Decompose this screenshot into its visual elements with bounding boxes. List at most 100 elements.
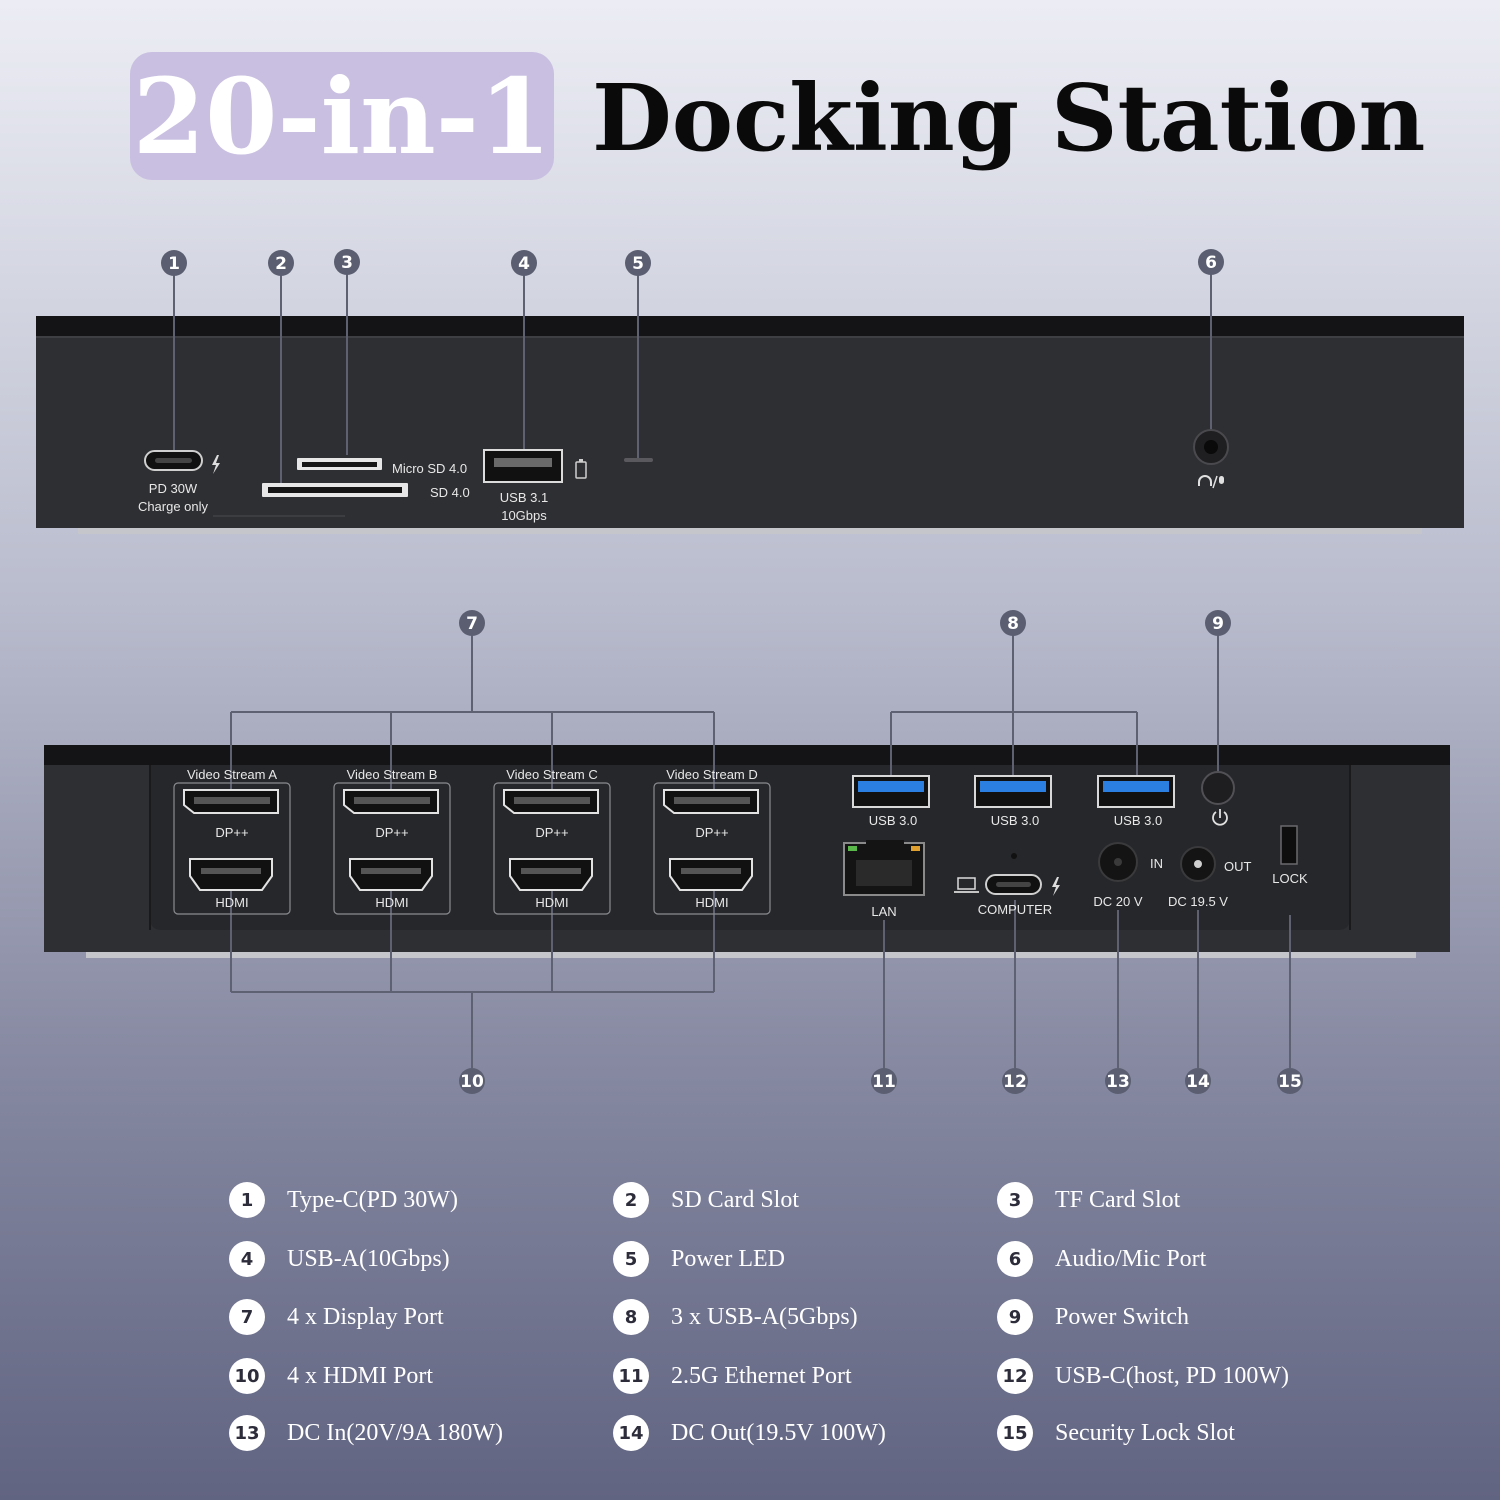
displayport-port[interactable] [343, 789, 439, 814]
legend-number-badge: 6 [997, 1241, 1033, 1277]
hdmi-label: HDMI [535, 895, 568, 910]
legend-number-badge: 13 [229, 1415, 265, 1451]
headphone-mic-icon [1198, 475, 1224, 489]
callout-number: 13 [1106, 1072, 1130, 1092]
legend-number-badge: 11 [613, 1358, 649, 1394]
power-led [624, 458, 653, 462]
battery-icon [575, 459, 587, 479]
dc-in-label: DC 20 V [1093, 894, 1142, 909]
power-icon [1212, 809, 1228, 826]
usb30-port[interactable] [974, 775, 1052, 808]
usba-front-label-2: 10Gbps [501, 508, 547, 523]
usbc-label-1: PD 30W [149, 481, 198, 496]
hdmi-port[interactable] [349, 858, 433, 891]
callout-number: 9 [1212, 614, 1224, 634]
audio-mic-port[interactable] [1193, 429, 1229, 465]
lightning-icon [212, 455, 220, 474]
usb30-port[interactable] [852, 775, 930, 808]
legend-number-badge: 15 [997, 1415, 1033, 1451]
legend-label: Power LED [671, 1245, 785, 1272]
displayport-port[interactable] [183, 789, 279, 814]
legend-number-badge: 7 [229, 1299, 265, 1335]
video-stream-label: Video Stream C [506, 767, 598, 782]
legend-number-badge: 4 [229, 1241, 265, 1277]
displayport-port[interactable] [663, 789, 759, 814]
lan-label: LAN [871, 904, 896, 919]
hdmi-label: HDMI [215, 895, 248, 910]
front-usba-port[interactable] [483, 449, 563, 483]
callout-number: 11 [872, 1072, 896, 1092]
dc-out-port[interactable] [1180, 846, 1216, 882]
legend-label: DC In(20V/9A 180W) [287, 1419, 503, 1446]
callout-number: 12 [1003, 1072, 1027, 1092]
callout-number: 15 [1278, 1072, 1302, 1092]
lan-port[interactable] [843, 840, 925, 896]
sd-card-slot[interactable] [262, 483, 408, 497]
legend-number-badge: 8 [613, 1299, 649, 1335]
video-stream-group: Video Stream C DP++ HDMI [493, 767, 611, 915]
callout-badge: 3 [334, 249, 360, 275]
hdmi-port[interactable] [509, 858, 593, 891]
callout-number: 8 [1007, 614, 1019, 634]
usb30-port[interactable] [1097, 775, 1175, 808]
hdmi-label: HDMI [695, 895, 728, 910]
legend-number-badge: 14 [613, 1415, 649, 1451]
sd-label: SD 4.0 [430, 485, 470, 500]
microsd-slot[interactable] [297, 458, 382, 470]
callout-badge: 9 [1205, 610, 1231, 636]
hdmi-port[interactable] [669, 858, 753, 891]
callout-number: 5 [632, 254, 644, 274]
dp-label: DP++ [535, 825, 568, 840]
computer-label: COMPUTER [978, 902, 1052, 917]
legend-label: SD Card Slot [671, 1186, 800, 1213]
legend-number-badge: 2 [613, 1182, 649, 1218]
legend-label: Security Lock Slot [1055, 1419, 1235, 1446]
callout-badge: 12 [1002, 1068, 1028, 1094]
dp-label: DP++ [695, 825, 728, 840]
hdmi-port[interactable] [189, 858, 273, 891]
legend-label: 4 x HDMI Port [287, 1362, 434, 1389]
callout-number: 14 [1186, 1072, 1210, 1092]
callout-badge: 10 [459, 1068, 485, 1094]
dc-out-label: DC 19.5 V [1168, 894, 1228, 909]
callout-number: 1 [168, 254, 180, 274]
callout-badge: 4 [511, 250, 537, 276]
callout-number: 10 [460, 1072, 484, 1092]
usb30-label: USB 3.0 [991, 813, 1039, 828]
power-switch[interactable] [1201, 771, 1235, 805]
legend-number-badge: 12 [997, 1358, 1033, 1394]
legend-item: 14 DC Out(19.5V 100W) [613, 1415, 886, 1451]
security-lock-slot[interactable] [1280, 825, 1298, 865]
legend-label: DC Out(19.5V 100W) [671, 1419, 886, 1446]
legend-label: 4 x Display Port [287, 1303, 444, 1330]
dc-in-port[interactable] [1098, 842, 1138, 882]
callout-number: 6 [1205, 253, 1217, 273]
legend-item: 13 DC In(20V/9A 180W) [229, 1415, 503, 1451]
usb30-label: USB 3.0 [869, 813, 917, 828]
callout-badge: 7 [459, 610, 485, 636]
title-highlight-pill: 20-in-1 [130, 52, 554, 180]
video-stream-group: Video Stream BDP++HDMI [333, 767, 451, 915]
legend-item: 7 4 x Display Port [229, 1299, 444, 1335]
video-stream-group: Video Stream DDP++HDMI [653, 767, 771, 915]
front-usbc-port[interactable] [144, 450, 203, 471]
usbc-host-port[interactable] [985, 874, 1042, 895]
callout-badge: 15 [1277, 1068, 1303, 1094]
displayport-port[interactable] [503, 789, 599, 814]
dc-in-marker: IN [1150, 856, 1163, 871]
callout-number: 7 [466, 614, 478, 634]
title-highlight: 20-in-1 [132, 54, 552, 178]
callout-number: 2 [275, 254, 287, 274]
